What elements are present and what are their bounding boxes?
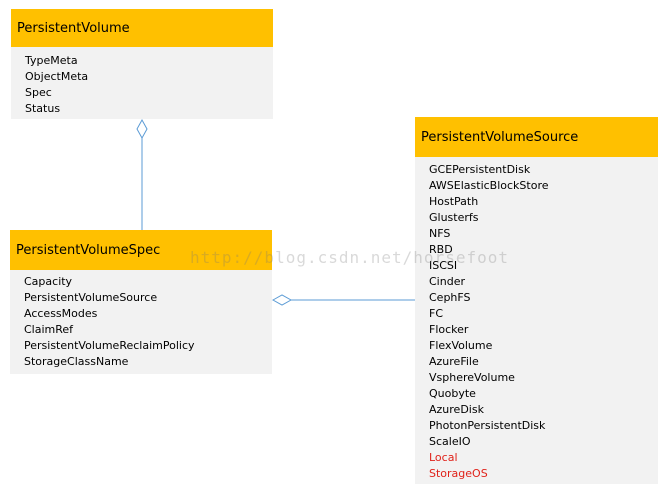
persistent-volume-title: PersistentVolume bbox=[11, 9, 273, 47]
field-azuredisk: AzureDisk bbox=[429, 403, 484, 416]
aggregation-diamond-pv bbox=[136, 118, 148, 140]
field-nfs: NFS bbox=[429, 227, 451, 240]
field-iscsi: ISCSI bbox=[429, 259, 458, 272]
field-capacity: Capacity bbox=[24, 275, 73, 288]
field-azurefile: AzureFile bbox=[429, 355, 479, 368]
field-awselasticblockstore: AWSElasticBlockStore bbox=[429, 179, 549, 192]
persistent-volume-spec-fields: Capacity PersistentVolumeSource AccessMo… bbox=[10, 270, 272, 374]
field-fc: FC bbox=[429, 307, 444, 320]
persistent-volume-source-box: PersistentVolumeSource GCEPersistentDisk… bbox=[415, 117, 658, 484]
field-scaleio: ScaleIO bbox=[429, 435, 471, 448]
persistent-volume-box: PersistentVolume TypeMeta ObjectMeta Spe… bbox=[11, 9, 273, 119]
field-hostpath: HostPath bbox=[429, 195, 479, 208]
field-spec: Spec bbox=[25, 86, 52, 99]
field-gcepersistentdisk: GCEPersistentDisk bbox=[429, 163, 531, 176]
persistent-volume-source-fields: GCEPersistentDisk AWSElasticBlockStore H… bbox=[415, 157, 658, 484]
field-quobyte: Quobyte bbox=[429, 387, 476, 400]
field-rbd: RBD bbox=[429, 243, 453, 256]
field-photonpersistentdisk: PhotonPersistentDisk bbox=[429, 419, 546, 432]
field-typemeta: TypeMeta bbox=[25, 54, 78, 67]
persistent-volume-fields: TypeMeta ObjectMeta Spec Status bbox=[11, 47, 273, 119]
field-storageos: StorageOS bbox=[429, 467, 488, 480]
field-cephfs: CephFS bbox=[429, 291, 471, 304]
field-cinder: Cinder bbox=[429, 275, 465, 288]
field-glusterfs: Glusterfs bbox=[429, 211, 479, 224]
persistent-volume-spec-title: PersistentVolumeSpec bbox=[10, 230, 272, 270]
field-claimref: ClaimRef bbox=[24, 323, 74, 336]
field-local: Local bbox=[429, 451, 458, 464]
field-persistentvolumesource: PersistentVolumeSource bbox=[24, 291, 158, 304]
field-storageclassname: StorageClassName bbox=[24, 355, 129, 368]
field-accessmodes: AccessModes bbox=[24, 307, 98, 320]
persistent-volume-source-title: PersistentVolumeSource bbox=[415, 117, 658, 157]
field-flexvolume: FlexVolume bbox=[429, 339, 493, 352]
field-flocker: Flocker bbox=[429, 323, 469, 336]
aggregation-diamond-spec bbox=[271, 294, 293, 306]
persistent-volume-spec-box: PersistentVolumeSpec Capacity Persistent… bbox=[10, 230, 272, 374]
field-status: Status bbox=[25, 102, 61, 115]
field-vspherevolume: VsphereVolume bbox=[429, 371, 515, 384]
field-reclaimpolicy: PersistentVolumeReclaimPolicy bbox=[24, 339, 195, 352]
field-objectmeta: ObjectMeta bbox=[25, 70, 89, 83]
